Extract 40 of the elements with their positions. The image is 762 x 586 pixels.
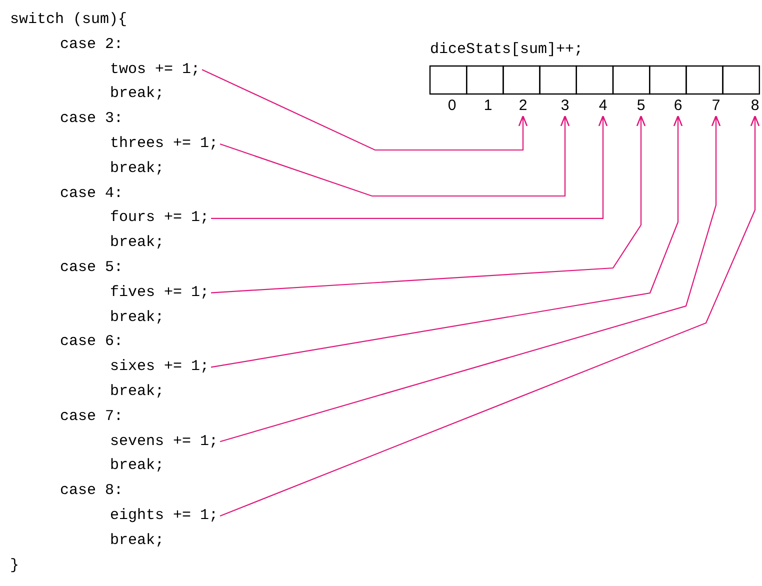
code-line: break; — [110, 85, 164, 104]
code-line: case 2: — [60, 36, 124, 54]
array-index: 8 — [750, 97, 760, 115]
code-line: case 4: — [60, 184, 124, 203]
code-line: eights += 1; — [110, 507, 218, 525]
code-line: twos += 1; — [110, 60, 200, 79]
code-line: case 8: — [60, 482, 124, 500]
array-index: 4 — [598, 97, 608, 115]
leader-arrow — [210, 115, 683, 368]
code-line: case 6: — [60, 333, 124, 352]
code-line: } — [10, 556, 20, 575]
leader-arrow — [211, 115, 646, 294]
array-index: 7 — [712, 97, 720, 115]
code-line: fours += 1; — [110, 209, 210, 228]
code-line: switch (sum){ — [10, 11, 128, 29]
array-index: 2 — [518, 97, 528, 115]
array-index: 0 — [448, 97, 456, 115]
array-index: 3 — [560, 97, 570, 115]
leader-arrow — [220, 115, 760, 517]
array-index: 6 — [674, 97, 682, 115]
code-line: break; — [110, 308, 164, 327]
code-line: diceStats[sum]++; — [430, 41, 584, 59]
code-line: fives += 1; — [110, 284, 210, 302]
leader-arrow — [202, 69, 528, 151]
code-line: case 7: — [60, 408, 124, 426]
leader-arrow — [220, 115, 721, 442]
code-line: break; — [110, 532, 164, 550]
code-line: case 3: — [60, 110, 124, 128]
leader-arrow — [211, 115, 608, 219]
code-line: sevens += 1; — [110, 432, 218, 451]
array-index: 1 — [484, 97, 492, 115]
code-line: case 5: — [60, 259, 124, 277]
code-line: sixes += 1; — [110, 358, 210, 376]
code-line: break; — [110, 160, 164, 178]
code-line: threes += 1; — [110, 135, 218, 153]
code-line: break; — [110, 457, 164, 476]
code-line: break; — [110, 383, 164, 401]
leader-arrow — [220, 115, 570, 197]
array-index: 5 — [636, 97, 646, 115]
code-line: break; — [110, 234, 164, 252]
